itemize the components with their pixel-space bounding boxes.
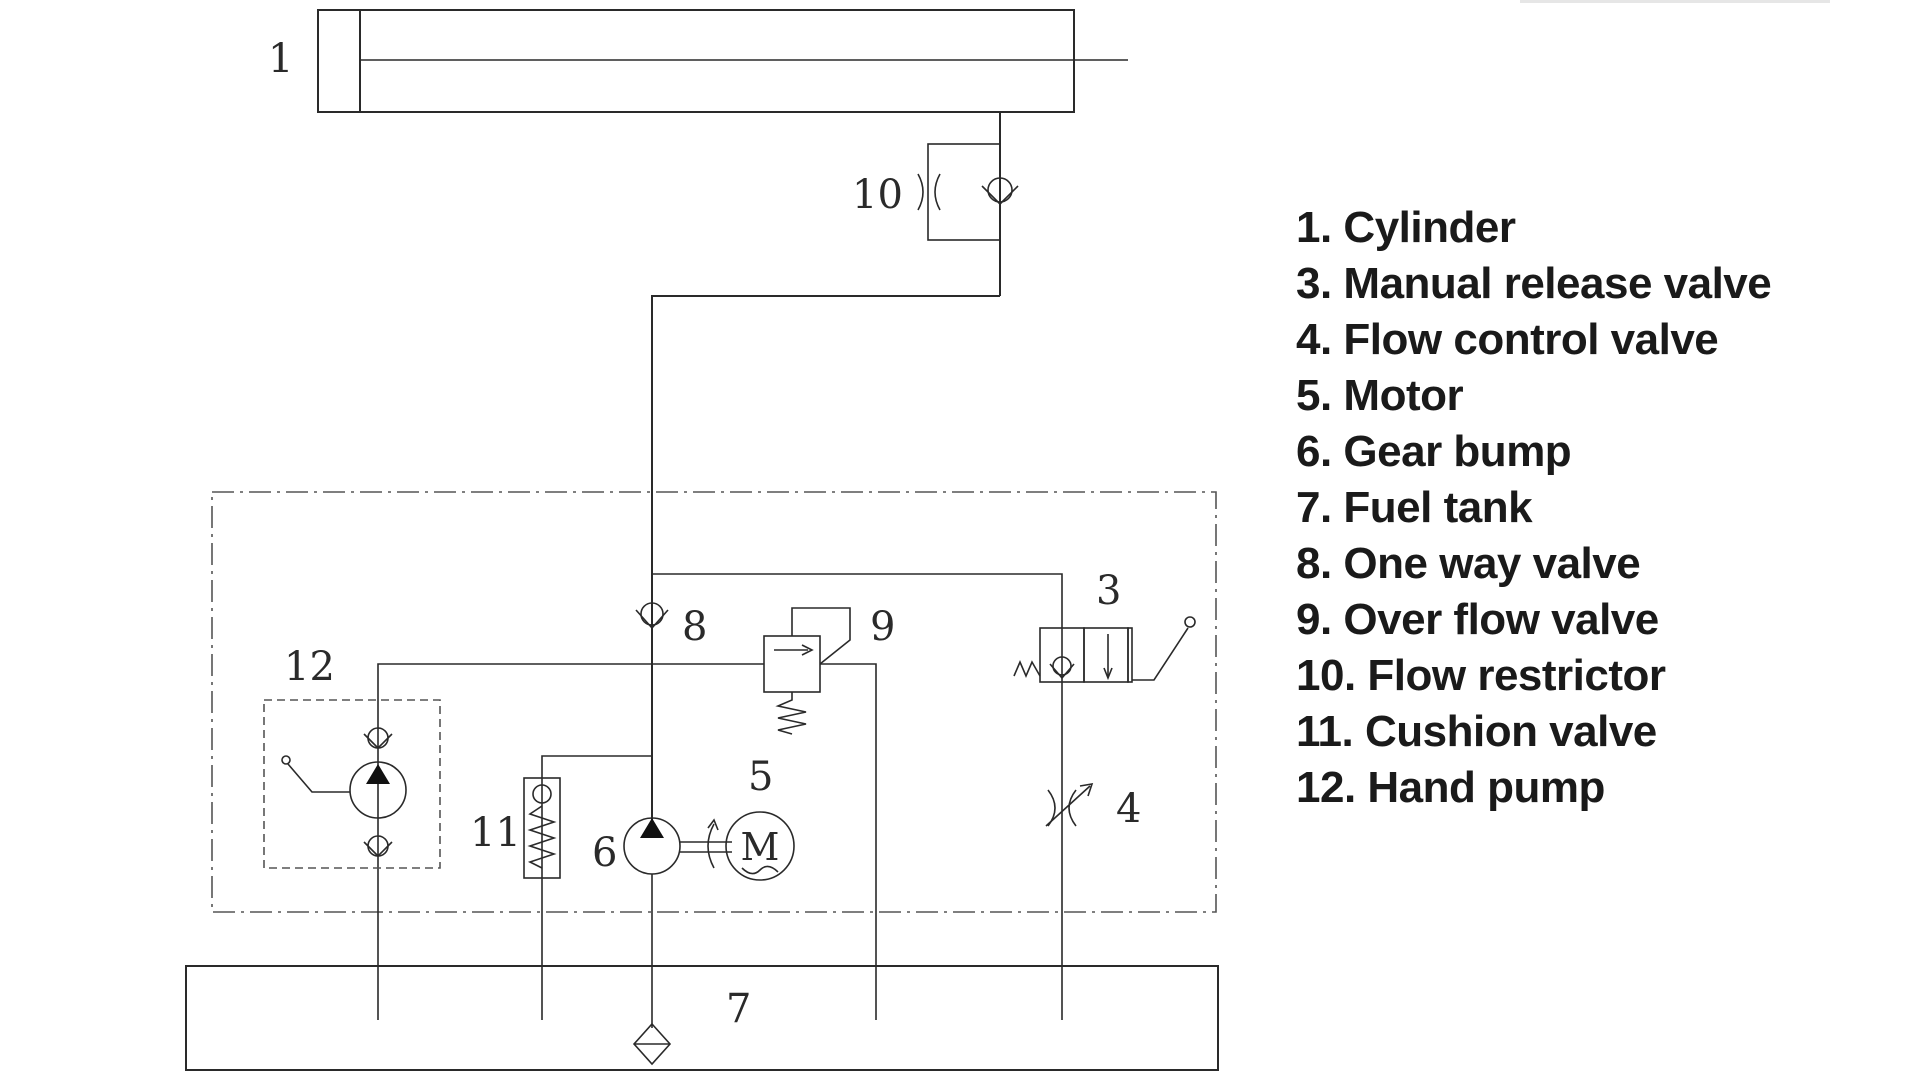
label-10: 10	[852, 172, 903, 218]
legend-item-manual-release-valve: 3. Manual release valve	[1296, 259, 1772, 308]
overflow-valve	[763, 607, 877, 1020]
legend-item-cushion-valve: 11. Cushion valve	[1296, 707, 1657, 756]
label-7: 7	[726, 986, 751, 1032]
legend-item-cylinder: 1. Cylinder	[1296, 203, 1516, 252]
manual-release-valve	[1013, 616, 1196, 683]
legend-item-hand-pump: 12. Hand pump	[1296, 763, 1605, 812]
legend-item-over-flow-valve: 9. Over flow valve	[1296, 595, 1659, 644]
cushion-valve	[523, 755, 652, 1020]
flow-control-valve	[1045, 782, 1094, 827]
component-legend: 1. Cylinder 3. Manual release valve 4. F…	[1296, 200, 1896, 816]
label-3: 3	[1096, 568, 1121, 614]
label-11: 11	[470, 810, 521, 856]
hand-pump-line	[377, 663, 764, 1020]
legend-item-flow-restrictor: 10. Flow restrictor	[1296, 651, 1666, 700]
motor: M	[680, 811, 795, 881]
one-way-valve	[635, 602, 669, 629]
label-6: 6	[592, 830, 617, 876]
top-edge-bar	[1520, 0, 1830, 3]
flow-restrictor	[917, 112, 1019, 296]
hand-pump	[263, 699, 441, 869]
label-5: 5	[748, 754, 773, 800]
legend-item-fuel-tank: 7. Fuel tank	[1296, 483, 1533, 532]
label-1: 1	[268, 36, 293, 82]
label-4: 4	[1116, 786, 1141, 832]
motor-symbol: M	[741, 825, 780, 869]
main-pressure-line	[651, 295, 1063, 1020]
gear-pump	[623, 817, 681, 1028]
legend-item-motor: 5. Motor	[1296, 371, 1464, 420]
legend-item-gear-bump: 6. Gear bump	[1296, 427, 1572, 476]
cylinder	[317, 9, 1128, 113]
legend-item-one-way-valve: 8. One way valve	[1296, 539, 1641, 588]
fuel-tank	[185, 965, 1219, 1071]
label-8: 8	[682, 604, 707, 650]
legend-item-flow-control-valve: 4. Flow control valve	[1296, 315, 1719, 364]
label-9: 9	[870, 604, 895, 650]
label-12: 12	[284, 644, 335, 690]
power-unit-boundary	[211, 491, 1217, 913]
